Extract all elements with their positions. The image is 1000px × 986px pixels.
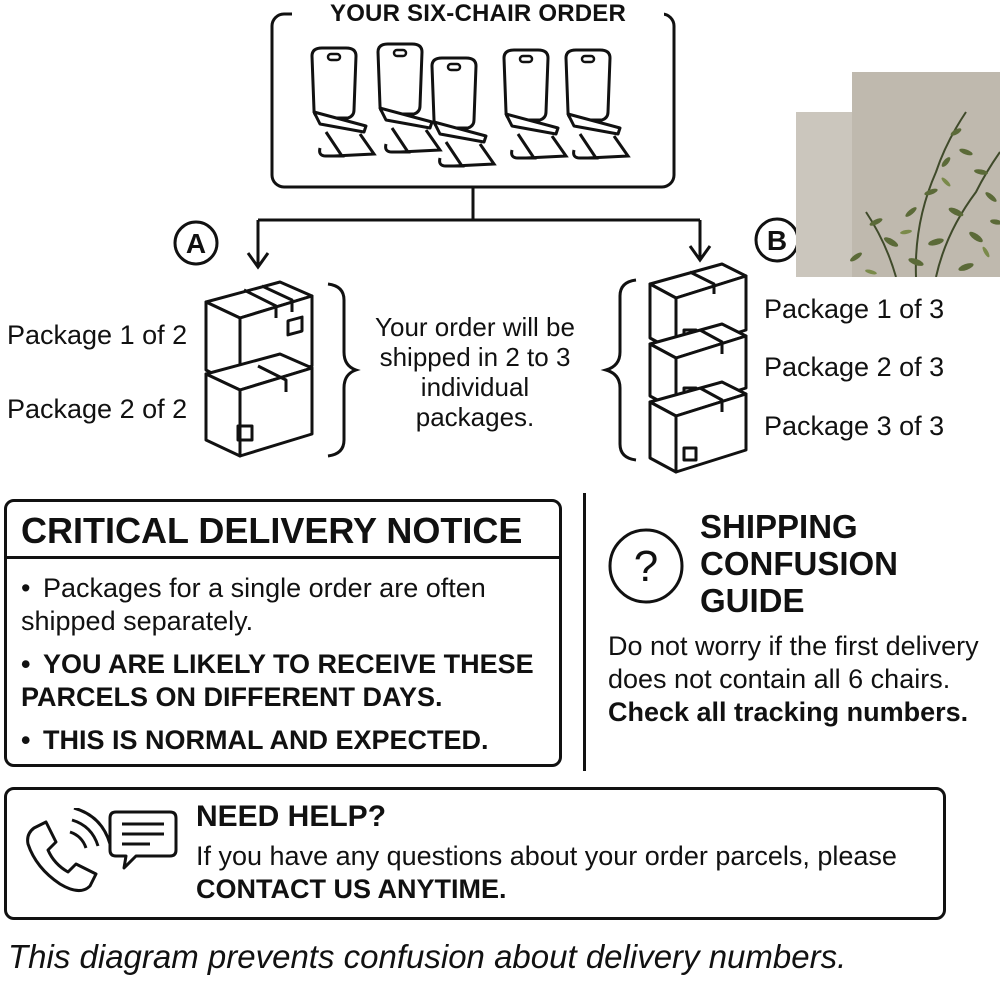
brace-a [327, 282, 361, 458]
box-icon [648, 380, 748, 474]
chair-icon [502, 48, 568, 160]
package-label-b-3: Package 3 of 3 [764, 411, 945, 441]
notice-bullet-text: THIS IS NORMAL AND EXPECTED. [43, 725, 489, 755]
package-label-a-2: Package 2 of 2 [7, 394, 188, 424]
notice-bullet: • THIS IS NORMAL AND EXPECTED. [21, 724, 551, 757]
notice-title: CRITICAL DELIVERY NOTICE [7, 502, 559, 559]
guide-title: SHIPPING CONFUSION GUIDE [700, 508, 920, 619]
help-box [4, 787, 946, 920]
guide-text-bold: Check all tracking numbers. [608, 697, 969, 727]
contact-us-text: CONTACT US ANYTIME. [196, 874, 507, 904]
contact-icons [26, 808, 178, 892]
vertical-divider [583, 493, 586, 771]
package-label-b-2: Package 2 of 3 [764, 352, 945, 382]
chair-icon [564, 48, 630, 160]
plant-photo [796, 72, 1000, 277]
package-label-a-1: Package 1 of 2 [7, 320, 188, 350]
critical-notice-box: CRITICAL DELIVERY NOTICE •Packages for a… [4, 499, 562, 767]
notice-bullet-text: Packages for a single order are often sh… [21, 573, 486, 636]
order-title: YOUR SIX-CHAIR ORDER [292, 0, 664, 28]
chair-icon [310, 46, 376, 158]
help-text-normal: If you have any questions about your ord… [196, 841, 897, 871]
guide-text: Do not worry if the first delivery does … [608, 630, 998, 729]
shipping-explanation: Your order will be shipped in 2 to 3 ind… [375, 312, 575, 432]
question-mark-icon: ? [608, 528, 684, 604]
guide-text-normal: Do not worry if the first delivery does … [608, 631, 979, 694]
option-a-letter: A [185, 228, 207, 259]
brace-b [600, 278, 637, 462]
svg-text:?: ? [634, 542, 658, 591]
option-b-letter: B [766, 225, 788, 256]
arrow-a [246, 220, 270, 270]
bullet-dot: • [21, 573, 31, 603]
package-label-b-1: Package 1 of 3 [764, 294, 945, 324]
chair-icon [376, 42, 442, 154]
notice-bullet-text: YOU ARE LIKELY TO RECEIVE THESE PARCELS … [21, 649, 534, 712]
notice-bullet: •YOU ARE LIKELY TO RECEIVE THESE PARCELS… [21, 648, 551, 714]
box-icon [204, 352, 314, 458]
bullet-dot: • [21, 649, 31, 679]
phone-icon [26, 808, 112, 892]
help-title: NEED HELP? [196, 800, 387, 833]
footer-caption: This diagram prevents confusion about de… [8, 938, 847, 975]
guide-title-text: SHIPPING CONFUSION GUIDE [700, 508, 898, 619]
arrow-b [688, 220, 712, 263]
notice-bullet: •Packages for a single order are often s… [21, 572, 551, 638]
bullet-dot: • [21, 725, 31, 755]
option-a-circle [173, 220, 219, 266]
chat-icon [108, 810, 178, 870]
help-text: If you have any questions about your ord… [196, 840, 936, 906]
